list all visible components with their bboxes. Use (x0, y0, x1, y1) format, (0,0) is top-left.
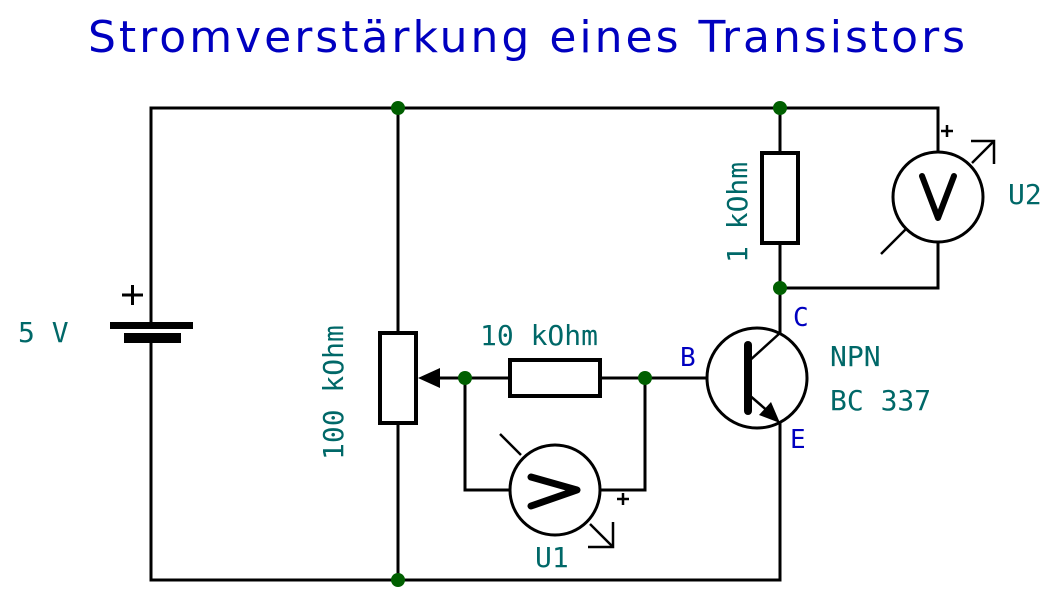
pin-label-base: B (680, 343, 696, 373)
junction-bottom-pot (391, 573, 405, 587)
diagram-title: Stromverstärkung eines Transistors (88, 12, 968, 63)
transistor: B C E NPN BC 337 (680, 303, 931, 455)
voltmeter-u1-arrow-icon (588, 522, 615, 549)
potentiometer-body (378, 331, 418, 425)
voltmeter-u1-plus-icon (617, 493, 629, 505)
battery-long-plate (110, 322, 193, 329)
voltmeter-u1: U1 (499, 433, 629, 574)
potentiometer-label: 100 kOhm (317, 325, 350, 460)
collector-resistor-label: 1 kOhm (721, 162, 754, 263)
wire-top-rail (149, 106, 940, 327)
junction-top-rc (773, 101, 787, 115)
voltmeter-u2-arrow-icon (971, 139, 996, 164)
base-resistor: 10 kOhm (480, 319, 602, 398)
battery-short-plate (124, 333, 181, 343)
voltmeter-u1-tail (499, 433, 522, 456)
transistor-envelope (705, 326, 809, 430)
voltmeter-u2-plus-icon (941, 125, 953, 137)
wiper-arrow-icon (418, 368, 440, 388)
transistor-type: NPN (830, 340, 881, 373)
potentiometer: 100 kOhm (317, 325, 440, 460)
voltmeter-u1-symbol-icon (527, 473, 581, 510)
transistor-collector-lead (747, 332, 781, 363)
battery: 5 V (18, 285, 193, 349)
voltmeter-u2-body (891, 150, 985, 244)
wire-u1-left (463, 376, 512, 492)
wire-u1-right (598, 376, 647, 492)
junction-base (638, 371, 652, 385)
pin-label-collector: C (793, 303, 809, 333)
junction-top-pot (391, 101, 405, 115)
wire-u2-return (778, 240, 940, 290)
transistor-part: BC 337 (830, 384, 931, 417)
junctions (391, 101, 787, 587)
battery-plus-icon (122, 285, 143, 305)
voltmeter-u2-symbol-icon (919, 173, 957, 221)
junction-wiper (458, 371, 472, 385)
voltmeter-u2-tail (880, 228, 907, 255)
junction-collector (773, 281, 787, 295)
battery-label: 5 V (18, 316, 69, 349)
voltmeter-u2-label: U2 (1008, 178, 1042, 211)
emitter-arrow-icon (759, 402, 780, 423)
base-resistor-label: 10 kOhm (480, 319, 598, 352)
wire-bottom-rail (149, 334, 782, 582)
collector-resistor-body (760, 151, 800, 245)
base-resistor-body (508, 358, 602, 398)
pin-label-emitter: E (790, 425, 806, 455)
voltmeter-u1-label: U1 (535, 541, 569, 574)
voltmeter-u2: U2 (880, 125, 1042, 255)
collector-resistor: 1 kOhm (721, 151, 800, 263)
voltmeter-u1-body (508, 443, 602, 537)
